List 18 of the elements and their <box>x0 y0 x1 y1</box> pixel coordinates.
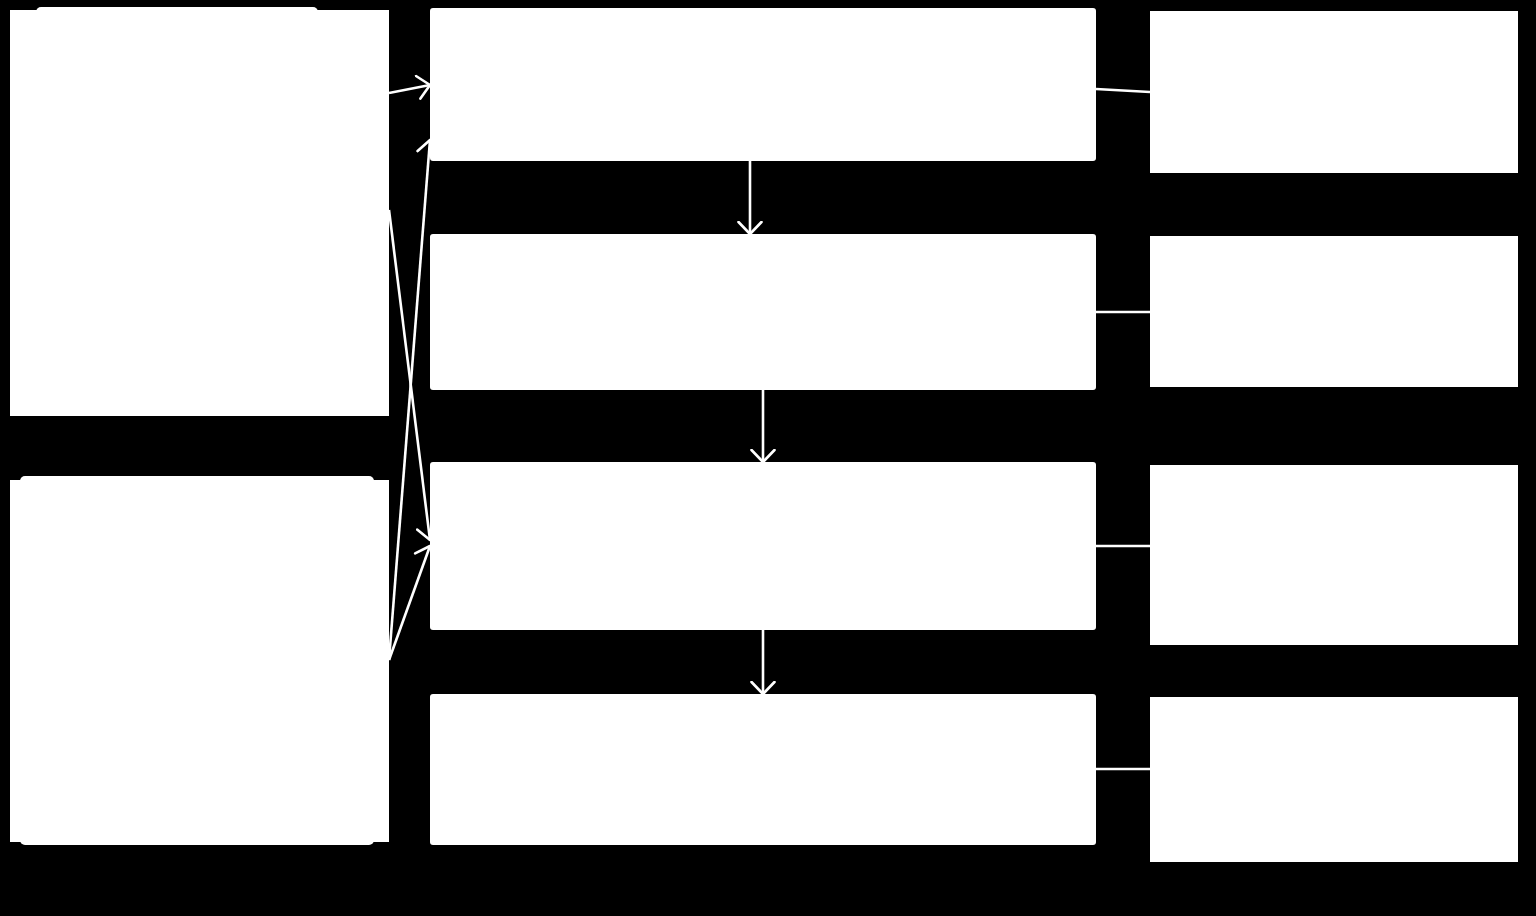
connector-line <box>1095 87 1151 94</box>
arrow <box>750 390 776 464</box>
blank-box <box>430 462 1096 630</box>
arrow <box>388 74 432 100</box>
blank-box <box>430 8 1096 161</box>
blank-box <box>1150 11 1518 173</box>
blank-box <box>1150 236 1518 387</box>
blank-box <box>430 234 1096 390</box>
blank-box <box>1150 697 1518 862</box>
blank-box <box>1150 465 1518 645</box>
connector-line <box>1096 767 1150 771</box>
connector-line <box>1096 310 1150 314</box>
connector-line <box>1096 544 1150 548</box>
arrow <box>750 630 776 696</box>
blank-box <box>10 7 389 416</box>
blank-box <box>430 694 1096 845</box>
blank-box <box>10 476 389 845</box>
arrow <box>737 161 763 236</box>
